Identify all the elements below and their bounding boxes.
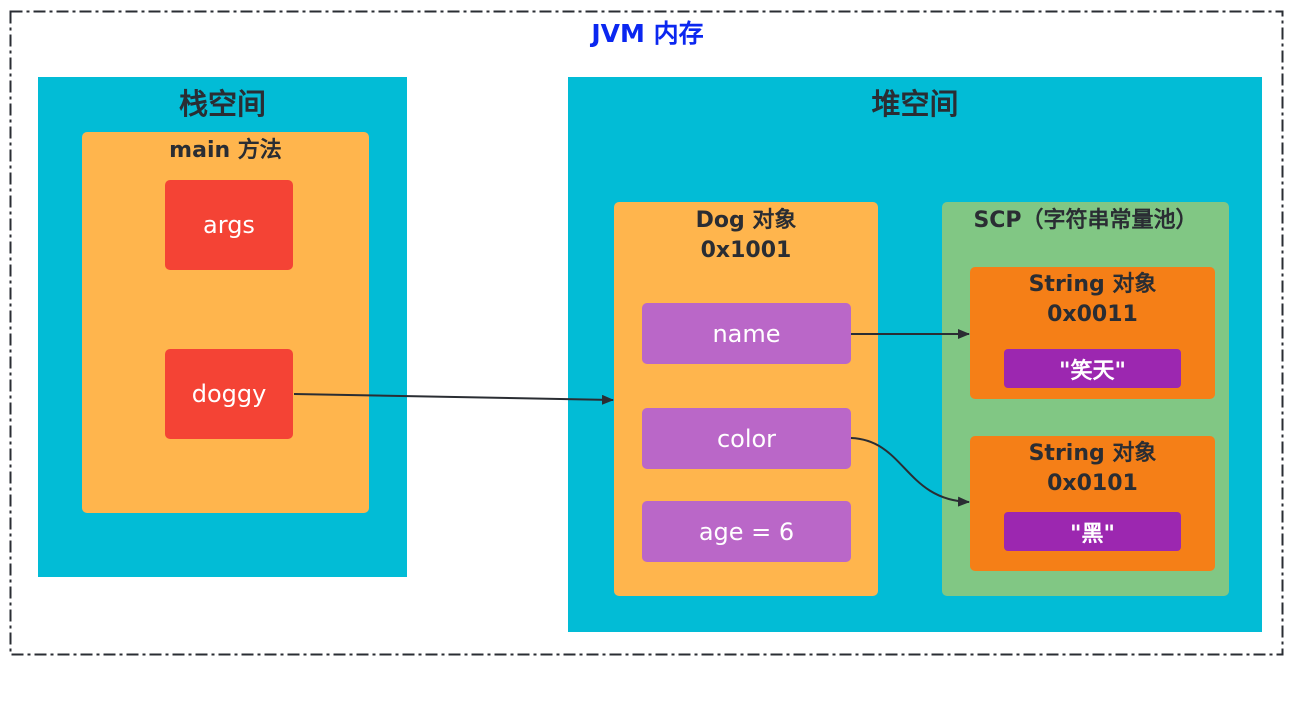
string-object-2-address: 0x0101 [1047,471,1138,496]
arrow-color-to-string2 [850,437,970,507]
scp-title: SCP（字符串常量池） [973,208,1198,233]
var-args: args [165,180,293,270]
string-object-2-title: String 对象 [1028,441,1157,466]
dog-object-address: 0x1001 [700,238,792,263]
var-doggy: doggy [165,349,293,439]
field-age: age = 6 [642,501,851,562]
dog-object-title: Dog 对象 [695,208,797,233]
string-value-2: "黑" [1004,512,1181,551]
arrow-doggy-to-dog [293,393,614,405]
field-color: color [642,408,851,469]
main-method-title: main 方法 [169,138,282,163]
string-object-1-title: String 对象 [1028,272,1157,297]
string-value-1: "笑天" [1004,349,1181,388]
main-method-frame: main 方法 [82,132,369,513]
string-object-1-address: 0x0011 [1047,302,1138,327]
field-name: name [642,303,851,364]
jvm-memory-frame [9,10,1284,656]
stack-title: 栈空间 [178,87,266,121]
jvm-title: JVM 内存 [591,19,704,48]
heap-title: 堆空间 [871,87,959,121]
